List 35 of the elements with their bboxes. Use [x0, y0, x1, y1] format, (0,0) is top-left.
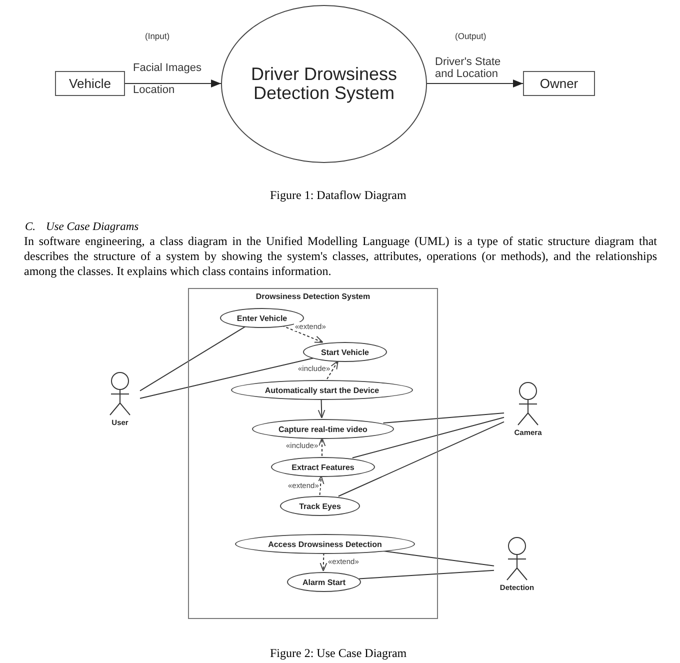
association-line	[352, 416, 504, 458]
arrow	[318, 398, 326, 418]
system-boundary	[188, 288, 438, 619]
dashed-arrow	[318, 438, 326, 456]
arrow	[426, 80, 524, 88]
flow-label: (Output)	[455, 31, 486, 41]
flow-label: (Input)	[145, 31, 170, 41]
association-line	[338, 421, 504, 497]
section-heading: Use Case Diagrams	[46, 221, 139, 233]
body-paragraph: In software engineering, a class diagram in the Unified Modelling Language (UML) is a type of static structure diagram that describes the structure of a system by showing the system's classes, attributes, operations (or methods), and the relationships among the classes. It explains which class contains information.	[24, 234, 657, 279]
dashed-arrow	[320, 552, 328, 572]
flow-label: Location	[133, 84, 175, 96]
process-box: Vehicle	[55, 71, 125, 96]
association-line	[140, 357, 314, 399]
use-case-ellipse: Alarm Start	[287, 572, 361, 592]
association-line	[358, 570, 494, 580]
association-line	[140, 326, 246, 392]
section-number: C.	[25, 221, 36, 233]
figure-caption: Figure 2: Use Case Diagram	[270, 646, 407, 661]
boundary-title: Drowsiness Detection System	[256, 292, 370, 301]
dashed-arrow	[316, 476, 324, 496]
process-box: Owner	[523, 71, 595, 96]
association-line	[382, 412, 504, 424]
use-case-ellipse: Automatically start the Device	[231, 380, 413, 400]
use-case-ellipse: Start Vehicle	[303, 342, 387, 362]
use-case-ellipse: Track Eyes	[280, 496, 360, 516]
use-case-ellipse: Extract Features	[271, 457, 375, 477]
dashed-arrow	[326, 360, 338, 380]
use-case-ellipse: Access Drowsiness Detection	[235, 534, 415, 554]
arrow	[124, 80, 222, 88]
figure-caption: Figure 1: Dataflow Diagram	[270, 188, 406, 203]
process-ellipse: Driver Drowsiness Detection System	[221, 4, 427, 162]
edge-label: Driver's State and Location	[434, 56, 502, 80]
use-case-ellipse: Capture real-time video	[252, 419, 394, 439]
flow-label: Facial Images	[133, 62, 202, 74]
